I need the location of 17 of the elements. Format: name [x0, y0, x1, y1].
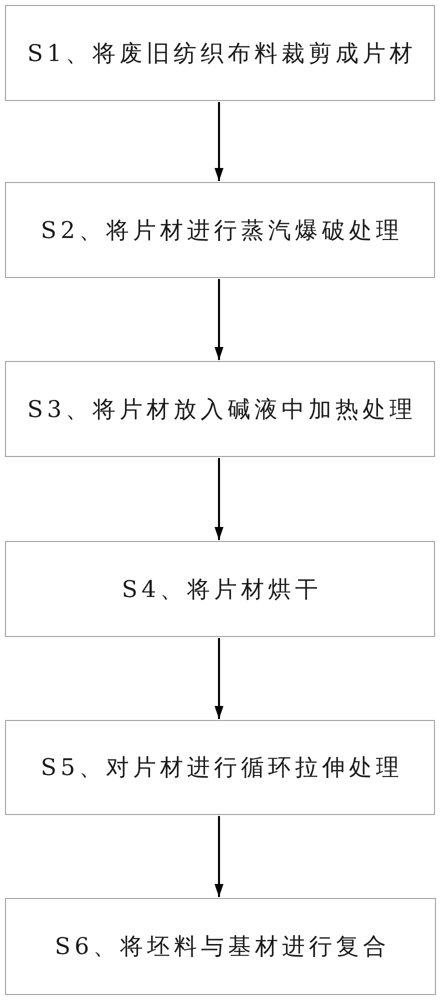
arrow [214, 279, 224, 360]
step-text: S2、将片材进行蒸汽爆破处理 [40, 216, 404, 246]
arrow [214, 458, 224, 540]
arrow [214, 816, 224, 897]
step-text: S5、对片材进行循环拉伸处理 [40, 754, 404, 783]
step-text: S1、将废旧纺织布料裁剪成片材 [26, 40, 417, 68]
step-text: S3、将片材放入碱液中加热处理 [26, 396, 417, 424]
step-text: S6、将坯料与基材进行复合 [54, 933, 390, 962]
step-text: S4、将片材烘干 [120, 576, 322, 604]
process-box [5, 361, 435, 457]
arrow [214, 638, 224, 719]
arrow [214, 102, 224, 181]
process-box [5, 182, 435, 278]
process-box [5, 720, 435, 815]
process-box [5, 5, 435, 101]
process-box [5, 541, 435, 637]
process-box [5, 898, 436, 995]
